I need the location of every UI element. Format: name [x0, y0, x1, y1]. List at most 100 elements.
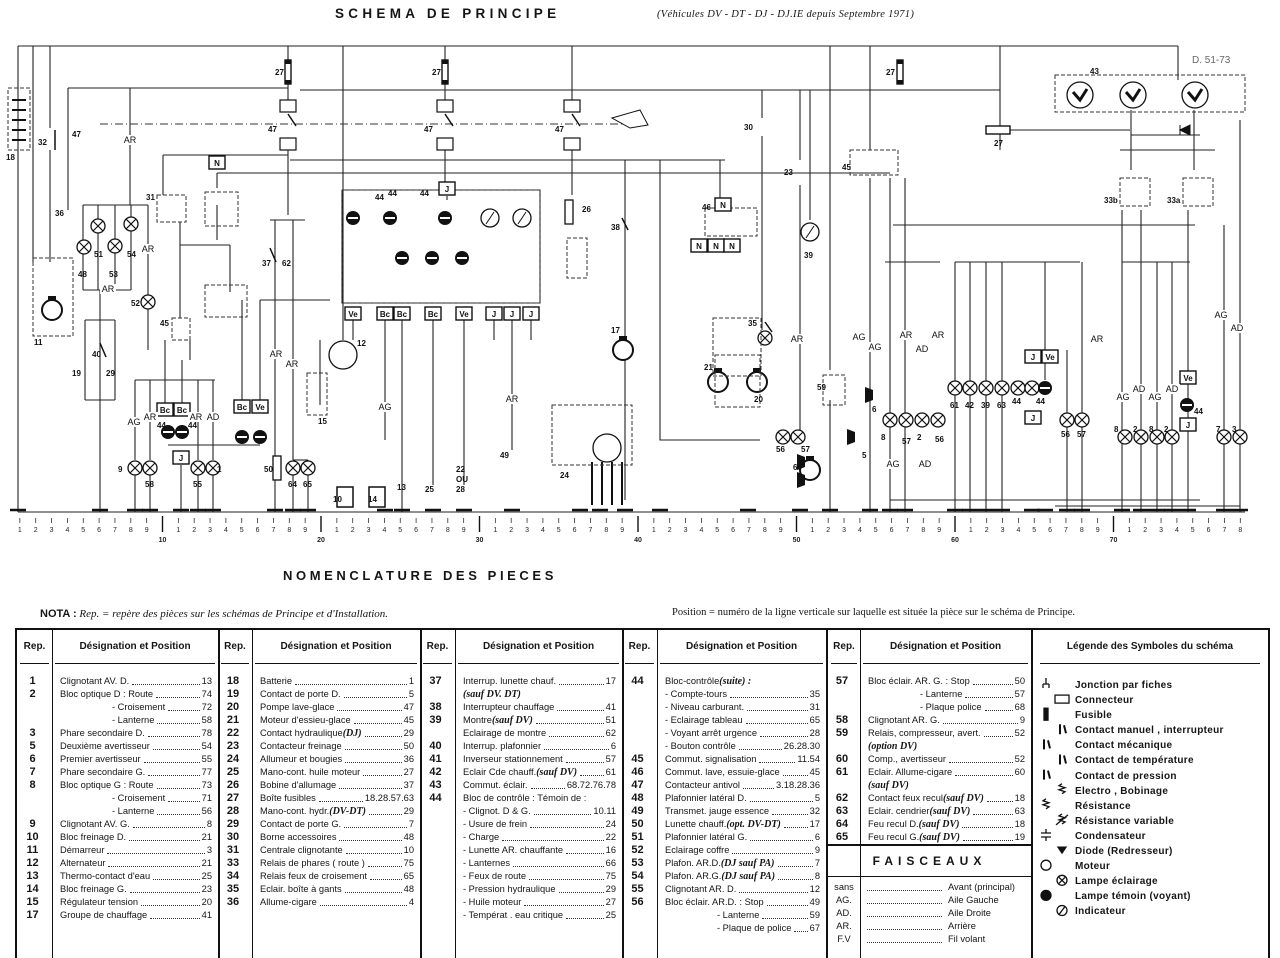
- connector-box-label: J: [1031, 414, 1035, 423]
- indicator-lamp-icon: [253, 430, 267, 444]
- ruler-decade-label: 60: [951, 537, 959, 544]
- lamp-icon: [962, 380, 978, 396]
- part-name: Plafon. AR.D.: [665, 858, 721, 868]
- component-ref-label: 65: [303, 480, 312, 489]
- page-subtitle: (Véhicules DV - DT - DJ - DJ.IE depuis S…: [657, 9, 915, 20]
- dot-leader: [778, 870, 813, 880]
- lamp-icon: [127, 460, 143, 476]
- rep-number: 8: [29, 779, 36, 791]
- part-name: - Lunette AR. chauffante: [463, 845, 564, 855]
- dot-leader: [566, 844, 604, 854]
- label-mask: [867, 342, 883, 352]
- designation-header: Désignation et Position: [863, 630, 1028, 664]
- component-ref-label: 6: [872, 405, 877, 414]
- ruler-digit: 2: [1143, 527, 1147, 534]
- rep-number: [420, 727, 455, 740]
- diode-icon: [1056, 846, 1068, 855]
- ruler-digit: 5: [1032, 527, 1036, 534]
- part-position: 5: [814, 793, 820, 803]
- table-row: Contact de porte G.7: [252, 818, 420, 831]
- legend-item: Condensateur: [1075, 830, 1146, 842]
- rep-number: 34: [226, 870, 240, 882]
- lamp-icon: [300, 460, 316, 476]
- part-position: 20: [201, 897, 212, 907]
- legend-item: Moteur: [1075, 861, 1111, 873]
- dot-leader: [168, 701, 200, 711]
- table-row: Plafon. AR.G. (DJ sauf PA)8: [657, 870, 826, 883]
- dot-leader: [867, 881, 942, 891]
- ruler-decade-label: 20: [317, 537, 325, 544]
- component-ref-label: 31: [146, 193, 155, 202]
- ruler-digit: 4: [699, 527, 703, 534]
- ruler-digit: 5: [398, 527, 402, 534]
- dot-leader: [157, 805, 200, 815]
- wire-connector-box: [723, 238, 741, 253]
- lamp-icon: [1074, 412, 1090, 428]
- dot-leader: [157, 714, 200, 724]
- ruler-digit: 5: [874, 527, 878, 534]
- legend-item: Contact de pression: [1075, 770, 1177, 782]
- component-ref-label: 26: [582, 205, 591, 214]
- rep-number: 48: [631, 792, 644, 804]
- wire-connector-box: [156, 402, 174, 417]
- dot-leader: [867, 907, 942, 917]
- component-ref-label: 56: [935, 435, 944, 444]
- switch-icon: [764, 321, 773, 333]
- rep-number: [17, 701, 52, 714]
- component-ref-label: 3: [1232, 425, 1237, 434]
- component-ref-label: 52: [131, 299, 140, 308]
- legend-symbols: [1040, 678, 1070, 917]
- ruler-digit: 7: [113, 527, 117, 534]
- connector-box-label: Ve: [459, 310, 469, 319]
- part-name: Montre: [463, 715, 492, 725]
- resistor-icon: [272, 455, 282, 481]
- component-ref-label: 9: [118, 465, 123, 474]
- part-name: Bloc freinage G.: [60, 884, 127, 894]
- part-position: 54: [201, 741, 212, 751]
- part-name: Interrupteur chauffage: [463, 702, 555, 712]
- wire-connector-box: [424, 306, 442, 321]
- part-position: 49: [809, 897, 820, 907]
- connector-box-label: N: [696, 242, 702, 251]
- component-ref-label: 64: [288, 480, 297, 489]
- rep-number: [622, 909, 657, 922]
- rep-header: Rep.: [423, 630, 452, 664]
- dot-leader: [533, 805, 592, 815]
- lamp-icon: [1164, 429, 1180, 445]
- part-position: 72: [201, 702, 212, 712]
- indicator-lamp-icon: [438, 211, 452, 225]
- rep-number: 33: [226, 857, 240, 869]
- position-note: Position = numéro de la ligne verticale …: [672, 607, 1076, 618]
- part-note: (sauf DV): [918, 819, 960, 830]
- part-name: Eclairage de montre: [463, 728, 547, 738]
- ruler-digit: 4: [1175, 527, 1179, 534]
- ruler-decade-label: 40: [634, 537, 642, 544]
- indicator-lamp-icon: [1180, 398, 1194, 412]
- part-position: 7: [814, 858, 820, 868]
- part-name: Feu recul G.: [868, 832, 920, 842]
- rep-header: Rep.: [831, 630, 857, 664]
- ruler-digit: 9: [462, 527, 466, 534]
- part-position: 67: [809, 923, 820, 933]
- rep-number: 38: [429, 701, 442, 713]
- ruler-digit: 3: [525, 527, 529, 534]
- ruler-digit: 9: [620, 527, 624, 534]
- rep-number: 24: [226, 753, 240, 765]
- part-position: 10: [403, 845, 414, 855]
- ruler-digit: 5: [557, 527, 561, 534]
- resistor-icon: [1040, 798, 1052, 810]
- table-row: Lunette chauff. (opt. DV-DT)17: [657, 818, 826, 831]
- part-name: Contacteur freinage: [260, 741, 342, 751]
- component-ref-label: 2: [1164, 425, 1169, 434]
- connector-box-label: Bc: [397, 310, 408, 319]
- rep-number: 27: [226, 792, 240, 804]
